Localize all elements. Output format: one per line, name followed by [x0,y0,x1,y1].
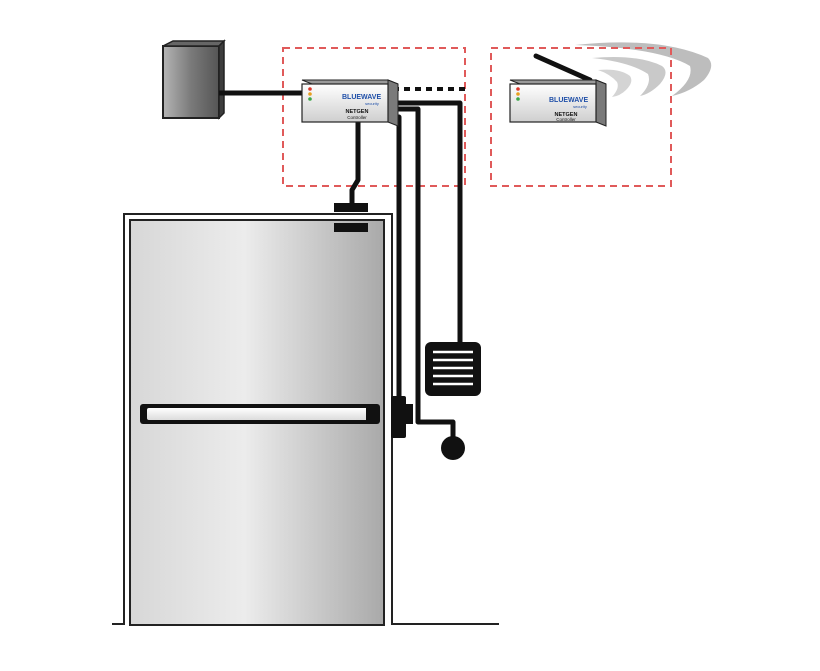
card-reader-icon [425,342,481,396]
model-label: Controller [347,115,367,120]
status-led-green [516,97,520,101]
antenna-icon [533,53,593,83]
electric-strike-icon [391,396,413,438]
controller-wired: BLUEWAVE security NETGEN Controller [301,79,399,127]
status-led-green [308,97,312,101]
brand-name: BLUEWAVE [549,97,588,104]
status-led-red [516,87,520,91]
power-box-icon [162,39,226,120]
model-name: NETGEN [346,109,369,115]
wiring [219,87,467,440]
controller-boundary-wireless [490,47,672,187]
status-led-red [308,87,312,91]
brand-subtitle: security [573,104,587,109]
controller-wireless: BLUEWAVE security NETGEN Controller [509,53,607,127]
brand-subtitle: security [365,101,379,106]
model-label: Controller [556,117,576,122]
rex-button-icon [441,436,465,460]
door-position-switch-icon [334,203,368,232]
reader-wire [393,100,463,344]
model-name: NETGEN [555,112,578,118]
controller-boundary-wired [282,47,466,187]
door-contact-wire [349,122,361,204]
panic-bar-icon [140,404,380,424]
exit-device-wire [393,114,402,398]
status-led-orange [308,92,312,96]
rex-wire [393,106,456,440]
status-led-orange [516,92,520,96]
brand-name: BLUEWAVE [342,94,381,101]
wifi-signal-icon [575,42,712,97]
